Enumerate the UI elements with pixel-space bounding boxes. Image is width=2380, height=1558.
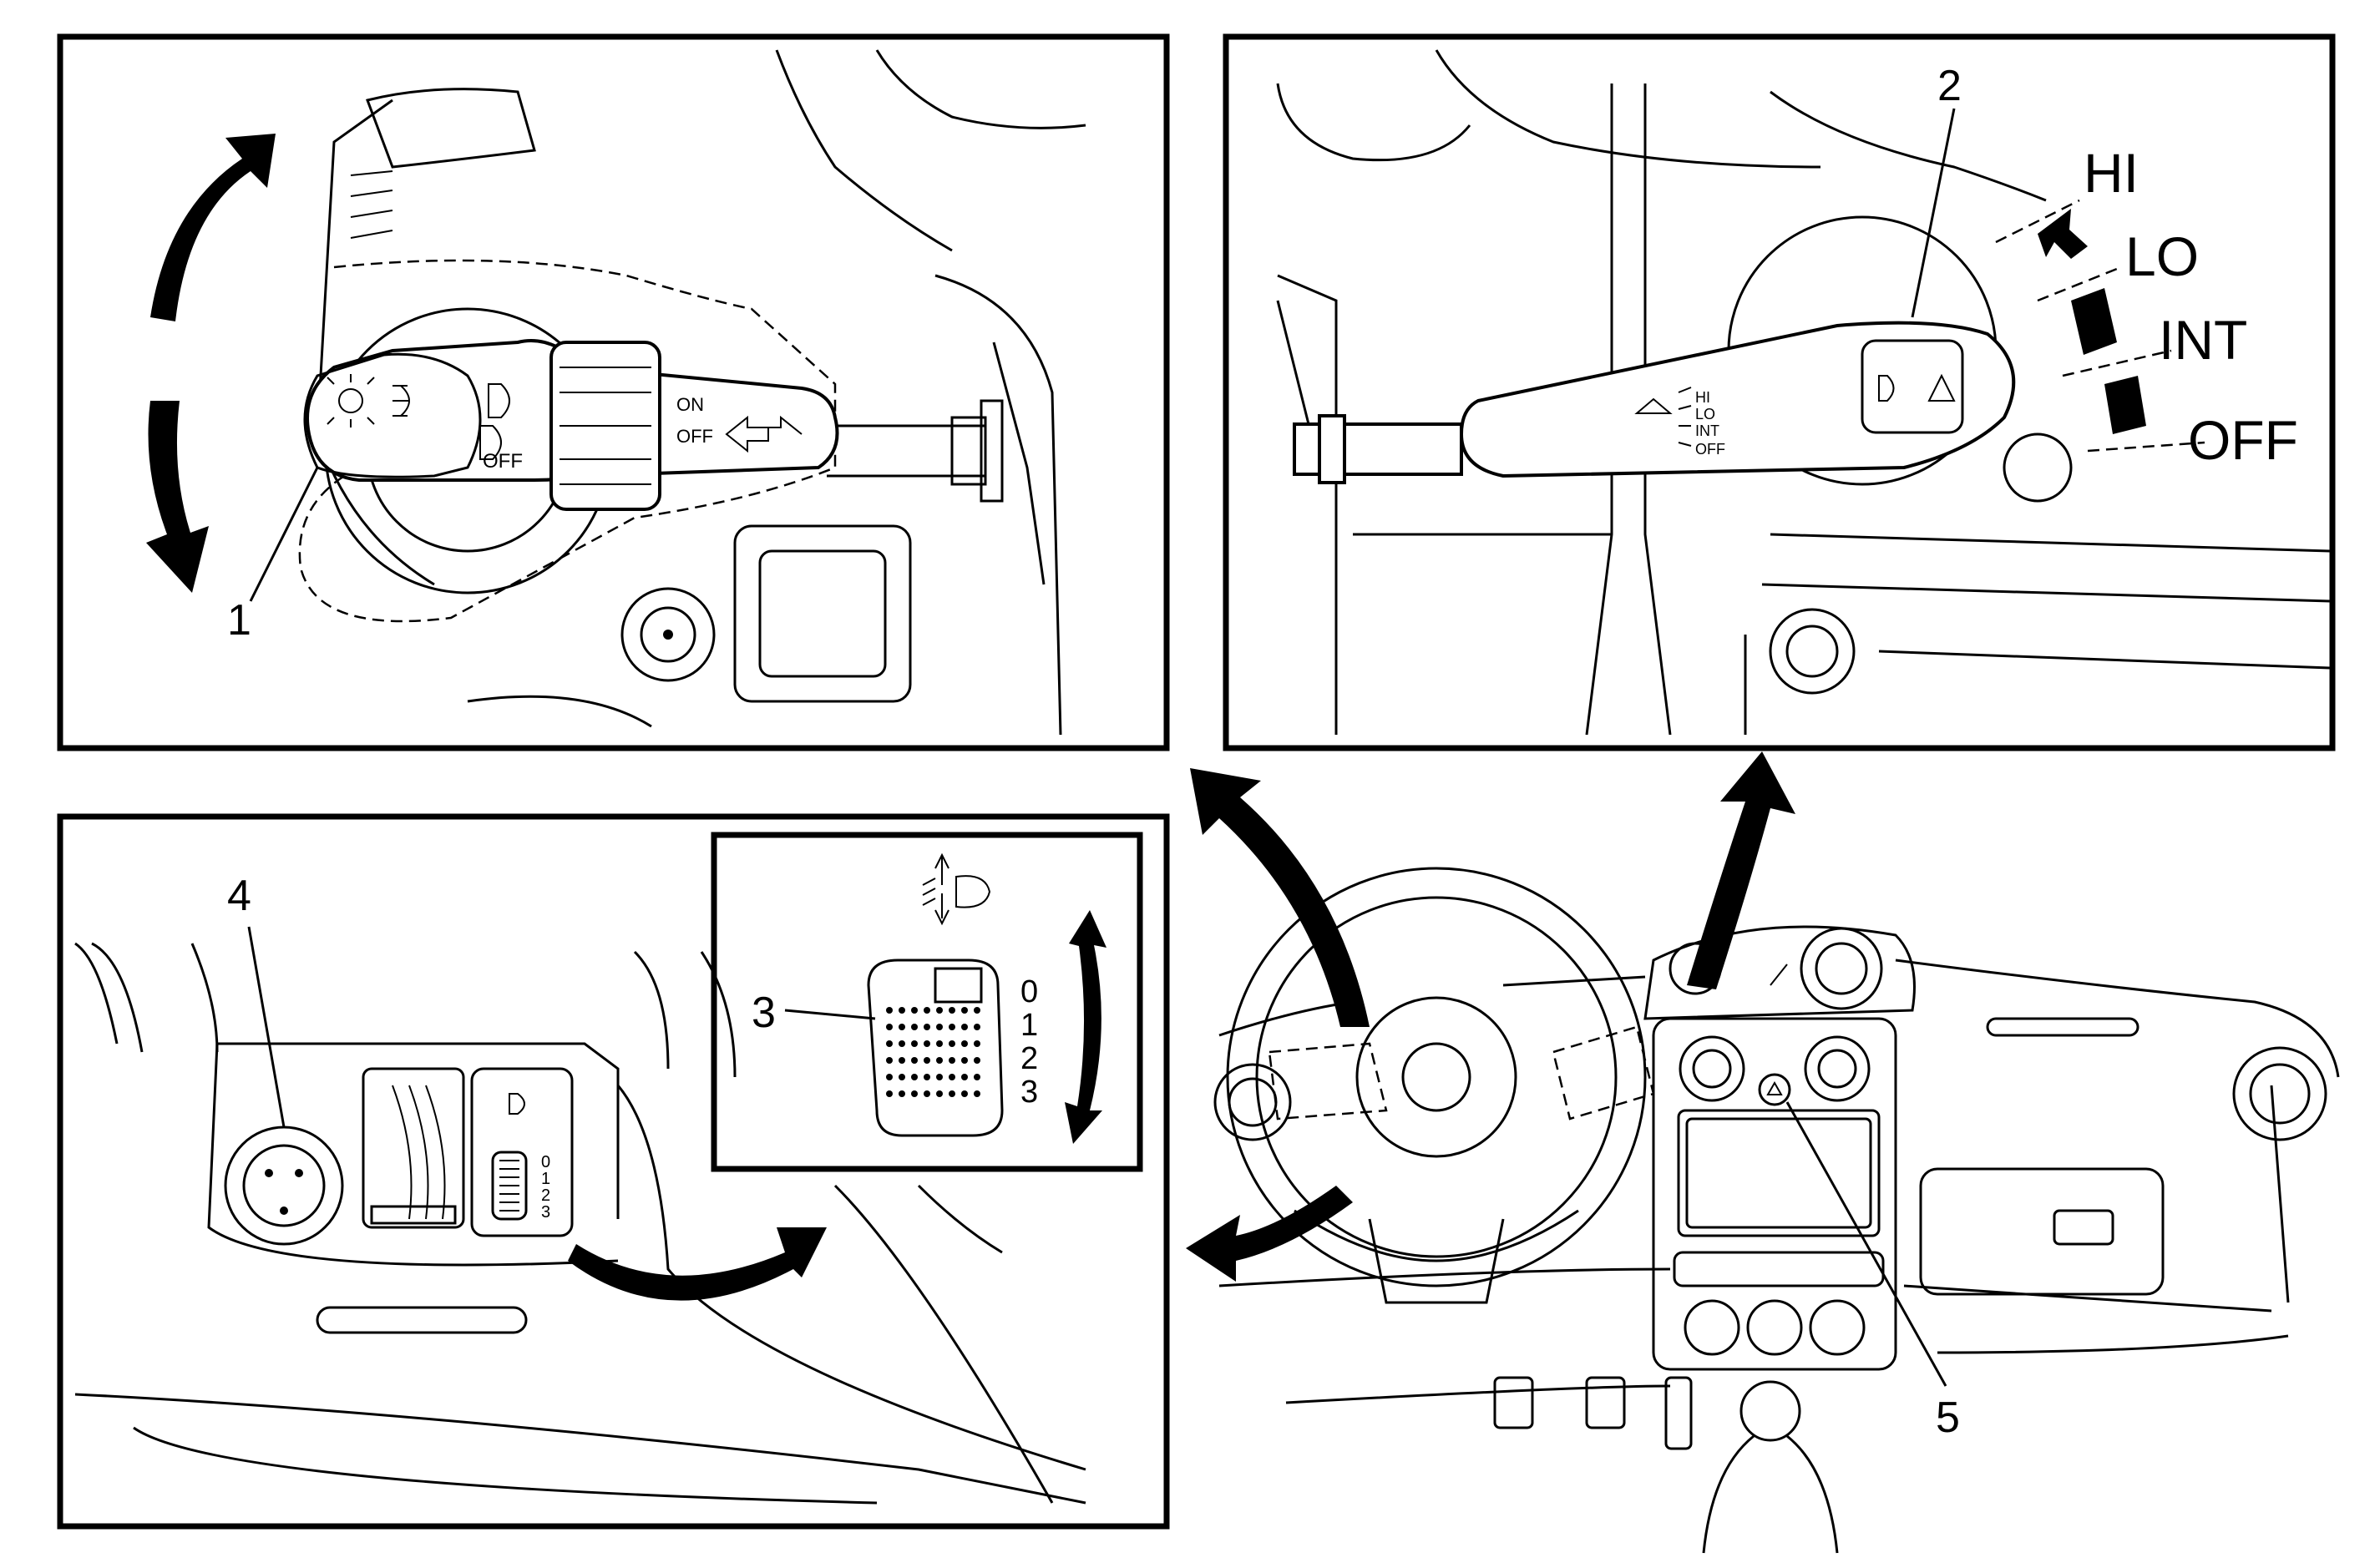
position-lo: LO	[2125, 225, 2199, 287]
wiper-stalk-off: OFF	[1695, 441, 1725, 458]
callout-3: 3	[752, 989, 776, 1037]
wiper-up-arrow	[2038, 209, 2088, 259]
arrow-to-wiper-panel	[1687, 751, 1795, 989]
wiper-stalk-lo: LO	[1695, 406, 1715, 422]
inset-rotate-arrow	[1065, 910, 1106, 1144]
inset-dial-0: 0	[1020, 974, 1038, 1009]
switch-grip-dots	[886, 1007, 980, 1097]
callout-5: 5	[1936, 1394, 1960, 1442]
inset-dial-2: 2	[1020, 1041, 1038, 1076]
inset-dial-3: 3	[1020, 1075, 1038, 1110]
position-off: OFF	[2188, 409, 2298, 471]
dashboard-overview: 5	[1186, 751, 2340, 1554]
wiper-int-step	[2104, 376, 2146, 434]
wiper-stalk-hi: HI	[1695, 389, 1710, 406]
small-dial-3: 3	[541, 1203, 550, 1222]
wiper-panel-frame	[1223, 33, 2336, 751]
small-dial-1: 1	[541, 1170, 550, 1188]
position-hi: HI	[2084, 142, 2139, 204]
stalk-off2-mark: OFF	[676, 426, 713, 447]
leveling-inset	[711, 832, 1143, 1172]
stalk-off-mark: OFF	[483, 450, 523, 473]
stalk-on-mark: ON	[676, 394, 704, 415]
zoom-arrow	[568, 1227, 827, 1301]
callout-4: 4	[227, 872, 251, 920]
wiper-lo-step	[2071, 288, 2117, 355]
callout-1: 1	[227, 596, 251, 645]
arrow-to-leveling-panel	[1186, 1186, 1353, 1282]
small-dial-2: 2	[541, 1186, 550, 1205]
wiper-stalk-int: INT	[1695, 422, 1719, 439]
position-int: INT	[2159, 309, 2247, 371]
arrow-to-headlamp-panel	[1190, 768, 1370, 1027]
up-rotate-arrow	[150, 134, 276, 321]
callout-2: 2	[1937, 62, 1962, 110]
small-dial-0: 0	[541, 1153, 550, 1171]
headlamp-switch-panel: OFF ON OFF 1	[57, 33, 1170, 751]
wiper-switch-panel: HI LO INT OFF HI LO INT OFF 2	[1223, 33, 2336, 751]
inset-dial-1: 1	[1020, 1008, 1038, 1043]
leveling-panel-frame	[57, 813, 1170, 1530]
headlamp-leveling-panel: 4 0 1 2 3 0 1 2 3	[57, 813, 1170, 1530]
headlamp-panel-frame	[57, 33, 1170, 751]
down-rotate-arrow	[146, 401, 209, 593]
